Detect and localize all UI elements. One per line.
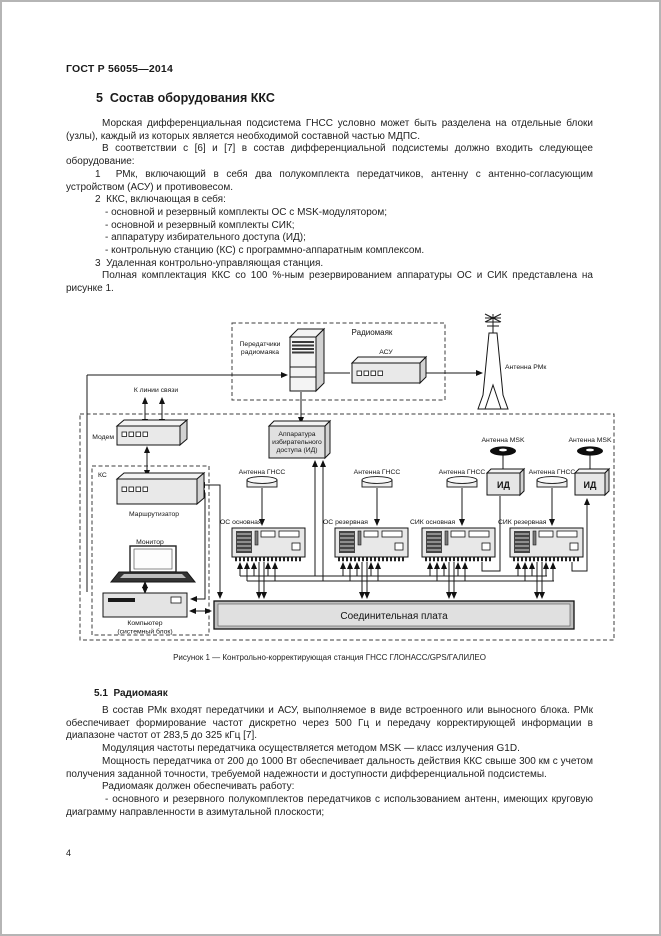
router-label: Маршрутизатор xyxy=(129,511,179,518)
paragraph: - основного и резервного полукомплектов … xyxy=(66,793,593,818)
router-icon xyxy=(115,471,206,506)
receiver-board xyxy=(509,527,584,562)
id-apparatus-label: избирательного xyxy=(272,438,322,446)
computer-label: (системный блок) xyxy=(117,628,172,636)
figure-1-diagram: Передатчики радиомаяка Радиомаяк АСУ Ант… xyxy=(79,313,615,641)
receiver-board xyxy=(334,527,409,562)
os-reserve-label: ОС резервная xyxy=(323,519,368,526)
computer-icon xyxy=(102,592,188,618)
paragraph: 2 ККС, включающая в себя: xyxy=(95,194,226,206)
radiobeacon-label: Радиомаяк xyxy=(352,328,393,337)
backplane-board xyxy=(213,600,575,630)
antenna-rmk-label: Антенна РМк xyxy=(505,364,546,371)
antenna-gnss-label: Антенна ГНСС xyxy=(529,469,576,476)
document-header: ГОСТ Р 56055—2014 xyxy=(66,63,174,75)
id-box-label: ИД xyxy=(584,480,597,490)
paragraph: Модуляция частоты передатчика осуществля… xyxy=(102,743,520,755)
section-5-1-heading: 5.1 Радиомаяк xyxy=(94,688,168,699)
receiver-board xyxy=(231,527,306,562)
page-number: 4 xyxy=(66,848,72,858)
wiring-lines xyxy=(86,370,590,614)
sik-reserve-label: СИК резервная xyxy=(498,519,547,526)
figure-1-caption: Рисунок 1 — Контрольно-корректирующая ст… xyxy=(173,653,486,662)
ks-label: КС xyxy=(98,472,107,479)
receiver-board xyxy=(421,527,496,562)
id-apparatus-label: доступа (ИД) xyxy=(276,447,317,454)
msk-antenna-icon xyxy=(490,446,516,473)
asu-label: АСУ xyxy=(379,349,393,356)
section-5-1-paragraphs: В состав РМк входят передатчики и АСУ, в… xyxy=(66,705,593,819)
paragraph: В состав РМк входят передатчики и АСУ, в… xyxy=(66,705,593,742)
rmk-antenna-mast-icon xyxy=(477,313,509,410)
transmitters-label: радиомаяка xyxy=(241,349,279,356)
modem-label: Модем xyxy=(92,434,114,441)
asu-box-icon xyxy=(350,355,428,385)
section-5-heading: 5 Состав оборудования ККС xyxy=(96,91,275,105)
paragraph: 1 РМк, включающий в себя два полукомплек… xyxy=(66,168,593,193)
antenna-msk-label: Антенна MSK xyxy=(481,437,524,444)
monitor-laptop-icon xyxy=(109,545,197,583)
paragraph: - контрольную станцию (КС) с программно-… xyxy=(105,245,425,257)
kks-dashed-box xyxy=(79,413,615,641)
paragraph: Мощность передатчика от 200 до 1000 Вт о… xyxy=(66,755,593,780)
paragraph: В соответствии с [6] и [7] в состав дифф… xyxy=(66,143,593,168)
backplane-label: Соединительная плата xyxy=(340,611,448,622)
sik-main-label: СИК основная xyxy=(410,519,455,526)
computer-label: Компьютер xyxy=(127,620,162,627)
id-box xyxy=(573,467,611,497)
gnss-antenna-icon xyxy=(446,476,478,526)
gnss-antenna-icon xyxy=(361,476,393,526)
paragraph: Радиомаяк должен обеспечивать работу: xyxy=(102,781,295,793)
modem-icon xyxy=(115,418,189,447)
section-5-1-text: 5.1 Радиомаяк В состав РМк входят переда… xyxy=(66,688,593,819)
monitor-label: Монитор xyxy=(136,539,164,546)
transmitters-label: Передатчики xyxy=(240,341,281,348)
paragraph: Морская дифференциальная подсистема ГНСС… xyxy=(66,118,593,142)
antenna-gnss-label: Антенна ГНСС xyxy=(439,469,486,476)
id-box-label: ИД xyxy=(497,480,510,490)
figure-1: Передатчики радиомаяка Радиомаяк АСУ Ант… xyxy=(72,305,617,645)
antenna-gnss-label: Антенна ГНСС xyxy=(354,469,401,476)
paragraph: - основной и резервный комплекты ОС с MS… xyxy=(105,206,387,218)
id-apparatus-label: Аппаратура xyxy=(278,431,315,438)
id-box xyxy=(485,467,526,497)
antenna-gnss-label: Антенна ГНСС xyxy=(239,469,286,476)
gnss-antenna-icon xyxy=(536,476,568,526)
to-comm-line-label: К линии связи xyxy=(134,387,179,394)
gnss-antenna-icon xyxy=(246,476,278,526)
radiobeacon-dashed-box xyxy=(231,322,446,401)
section-5-text: Морская дифференциальная подсистема ГНСС… xyxy=(66,118,593,296)
id-apparatus-box xyxy=(267,419,332,460)
paragraph: Полная комплектация ККС со 100 %-ным рез… xyxy=(66,270,593,295)
transmitter-tower-icon xyxy=(288,327,326,393)
os-main-label: ОС основная xyxy=(220,519,262,526)
paragraph: - аппаратуру избирательного доступа (ИД)… xyxy=(105,232,306,244)
paragraph: - основной и резервный комплекты СИК; xyxy=(105,219,295,231)
antenna-msk-label: Антенна MSK xyxy=(568,437,611,444)
paragraph: 3 Удаленная контрольно-управляющая станц… xyxy=(95,257,324,269)
